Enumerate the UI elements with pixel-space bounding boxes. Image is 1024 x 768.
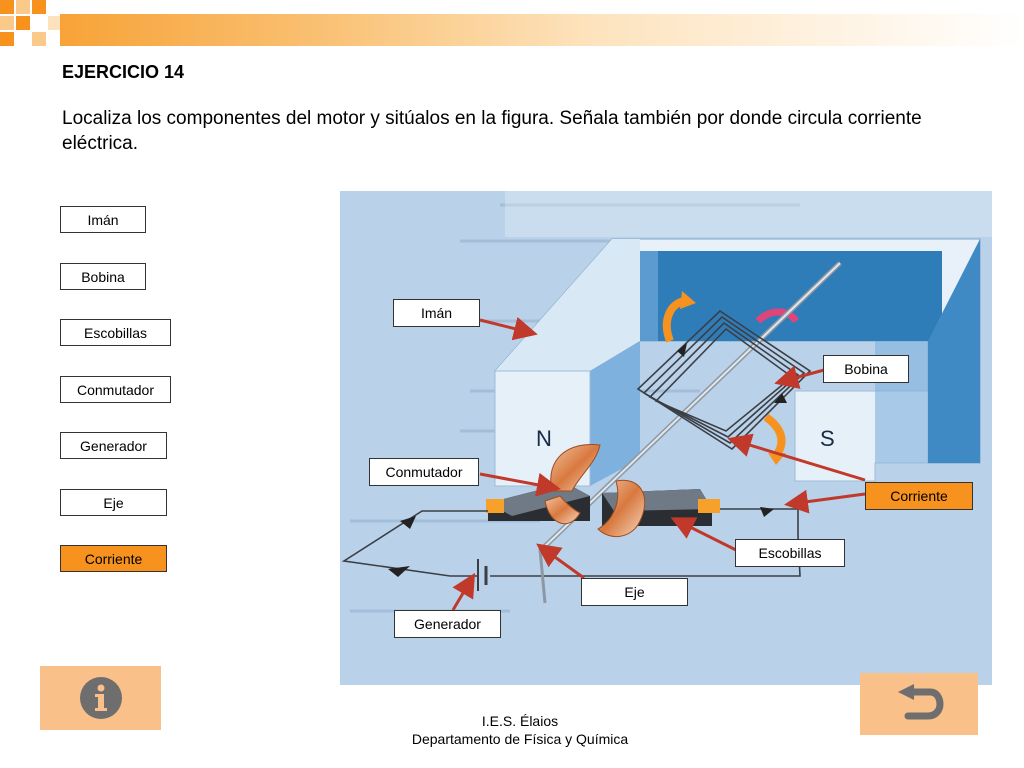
figure-label-corriente[interactable]: Corriente bbox=[865, 482, 973, 510]
return-arrow-icon bbox=[898, 684, 944, 720]
info-button[interactable] bbox=[40, 666, 161, 730]
figure-label-iman[interactable]: Imán bbox=[393, 299, 480, 327]
figure-label-generador[interactable]: Generador bbox=[394, 610, 501, 638]
palette-item-escobillas[interactable]: Escobillas bbox=[60, 319, 171, 346]
figure-label-bobina[interactable]: Bobina bbox=[823, 355, 909, 383]
palette-item-conmutador[interactable]: Conmutador bbox=[60, 376, 171, 403]
school-name: I.E.S. Élaios bbox=[481, 713, 559, 729]
south-pole-label: S bbox=[820, 426, 835, 451]
north-pole-label: N bbox=[536, 426, 552, 451]
figure-label-escobillas[interactable]: Escobillas bbox=[735, 539, 845, 567]
palette-item-corriente[interactable]: Corriente bbox=[60, 545, 167, 572]
info-icon bbox=[79, 677, 122, 719]
figure-label-eje[interactable]: Eje bbox=[581, 578, 688, 606]
header-bar bbox=[60, 14, 1024, 46]
exercise-title: EJERCICIO 14 bbox=[62, 62, 185, 82]
back-button[interactable] bbox=[860, 673, 978, 735]
palette-item-eje[interactable]: Eje bbox=[60, 489, 167, 516]
department-name: Departamento de Física y Química bbox=[411, 731, 629, 747]
palette-item-bobina[interactable]: Bobina bbox=[60, 263, 146, 290]
motor-diagram: N S bbox=[340, 191, 992, 685]
palette-item-iman[interactable]: Imán bbox=[60, 206, 146, 233]
palette-item-generador[interactable]: Generador bbox=[60, 432, 167, 459]
exercise-instructions: Localiza los componentes del motor y sit… bbox=[62, 108, 922, 154]
figure-label-conmutador[interactable]: Conmutador bbox=[369, 458, 479, 486]
footer: I.E.S. Élaios Departamento de Física y Q… bbox=[380, 712, 660, 748]
